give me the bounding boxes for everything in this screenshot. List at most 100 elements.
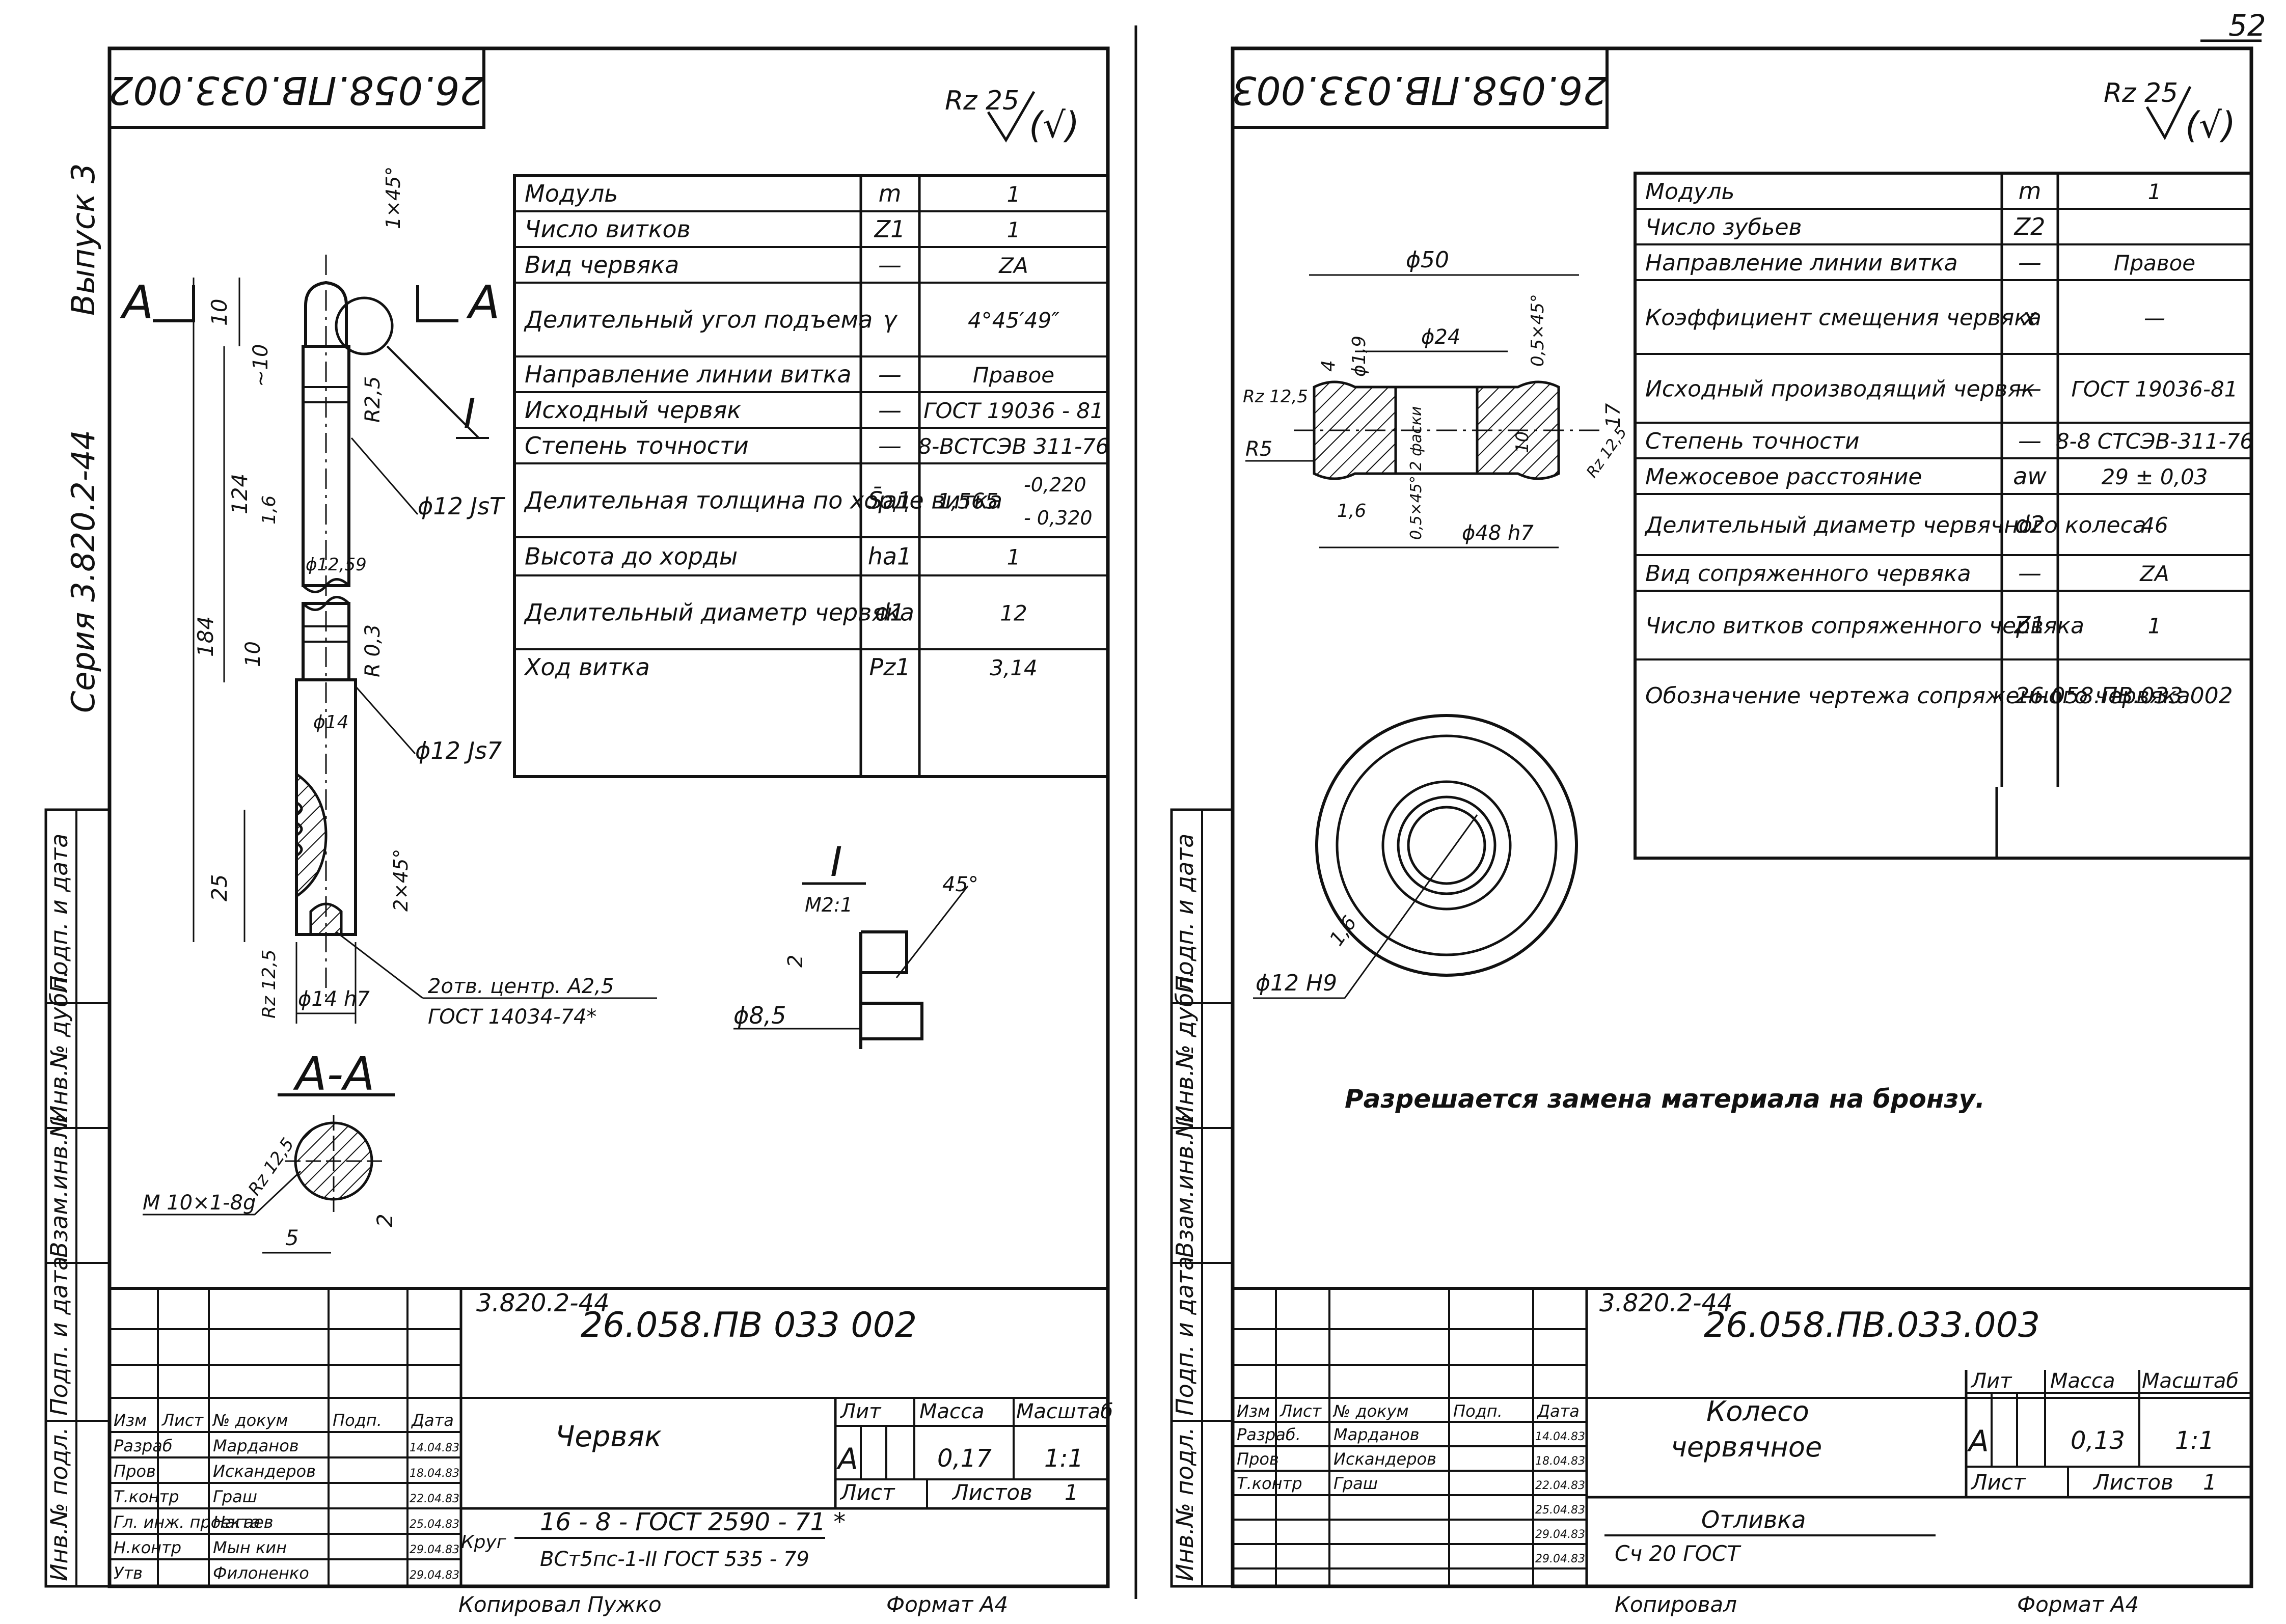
note-centers-std: ГОСТ 14034-74* — [428, 1005, 596, 1029]
tb-lit-label: Лит — [839, 1400, 882, 1423]
param-value: Правое — [973, 363, 1054, 388]
tb-role: Т.контр — [114, 1487, 179, 1506]
param-value: 12 — [1000, 601, 1027, 626]
tb-role: Разраб. — [1237, 1425, 1301, 1444]
right-title-block: 3.820.2-44 26.058.ПВ.033.003 Колесо черв… — [1231, 1287, 2253, 1617]
tb-date: 22.04.83 — [1535, 1479, 1585, 1492]
section-a-a: А-А M 10×1-8g Rz 12,5 5 2 — [143, 1048, 397, 1254]
page-number: 52 — [2228, 8, 2266, 43]
r-side-col-3: Взам.инв.№ — [1171, 1114, 1199, 1258]
tb-name: Червяк — [555, 1420, 662, 1453]
param-symbol: Z1 — [2013, 612, 2046, 639]
tb-date: 14.04.83 — [1535, 1430, 1585, 1443]
tb-header-cell: Изм — [1237, 1401, 1270, 1421]
rtb-mass: 0,13 — [2071, 1426, 2125, 1455]
tb-header-cell: № докум — [212, 1411, 288, 1430]
tb-material-2: ВСт5пс-1-II ГОСТ 535 - 79 — [540, 1548, 809, 1571]
param-name: Обозначение чертежа сопряженного червяка — [1645, 683, 2190, 709]
param-name: Вид сопряженного червяка — [1645, 561, 1971, 587]
tb-header-cell: Подп. — [1453, 1401, 1503, 1421]
material-note: Разрешается замена материала на бронзу. — [1345, 1084, 1985, 1114]
rtb-scale: 1:1 — [2175, 1426, 2214, 1455]
dim-d24: ϕ24 — [1421, 325, 1460, 349]
param-value: 4°45′49″ — [968, 308, 1059, 333]
tb-lit: А — [836, 1442, 858, 1476]
dim-10: 10 — [207, 299, 232, 326]
left-frame — [107, 46, 1110, 1588]
rtb-sheet-label: Лист — [1970, 1470, 2026, 1495]
roughness-symbol: Rz 25 (√) — [945, 86, 1079, 146]
param-name: Ход витка — [524, 653, 650, 681]
tb-header-cell: Дата — [1536, 1401, 1580, 1421]
rtb-mass-label: Масса — [2050, 1369, 2115, 1393]
dim-1-6: 1,6 — [259, 496, 280, 525]
detail-i: I М2:1 45° 2 ϕ8,5 — [733, 838, 978, 1049]
param-name: Коэффициент смещения червяка — [1645, 305, 2042, 331]
rtb-copied: Копировал — [1615, 1592, 1737, 1617]
tb-material-1: 16 - 8 - ГОСТ 2590 - 71 * — [540, 1508, 846, 1536]
param-symbol: m — [879, 180, 902, 207]
tb-person: Искандеров — [213, 1462, 316, 1481]
tb-person: Марданов — [1334, 1425, 1420, 1444]
rtb-series-no: 3.820.2-44 — [1599, 1289, 1733, 1317]
param-value: — — [2144, 306, 2165, 331]
left-side-strip — [44, 808, 111, 1588]
tb-scale: 1:1 — [1044, 1444, 1083, 1473]
param-symbol: — — [878, 396, 902, 424]
dim-10b: 10 — [241, 641, 265, 667]
tb-date: 18.04.83 — [1535, 1455, 1585, 1468]
param-symbol: Pz1 — [869, 653, 910, 681]
tb-header-cell: Изм — [114, 1411, 147, 1430]
roughness-check: (√) — [1029, 104, 1079, 146]
roughness-label: Rz 25 — [945, 86, 1019, 116]
dim-r5: R5 — [1245, 437, 1272, 461]
param-value: 29 ± 0,03 — [2102, 464, 2208, 489]
param-value: 3,14 — [990, 655, 1038, 680]
tb-header-cell: Дата — [411, 1411, 454, 1430]
tb-role: Пров — [1237, 1449, 1279, 1469]
tb-code: 26.058.ПВ 033 002 — [581, 1305, 917, 1345]
dim-124: 124 — [227, 474, 252, 514]
param-name: Делительная толщина по хорде витка — [524, 487, 1002, 514]
tb-person: Мын кин — [213, 1538, 287, 1557]
param-symbol: — — [878, 432, 902, 459]
tb-scale-label: Масштаб — [1016, 1400, 1113, 1423]
section-mark-left: А — [120, 276, 154, 329]
tb-material-prefix: Круг — [461, 1532, 507, 1553]
detail-dim-d8-5: ϕ8,5 — [733, 1002, 786, 1029]
param-name: Исходный червяк — [525, 396, 741, 424]
param-name: Делительный угол подъема — [524, 306, 873, 334]
param-symbol: — — [878, 361, 902, 388]
param-symbol: d2 — [2015, 511, 2045, 538]
dim-d1-9: ϕ1,9 — [1349, 336, 1370, 377]
tb-role: Н.контр — [114, 1538, 181, 1557]
dim-fit-top: ϕ12 JsT — [418, 492, 506, 520]
dim-approx-10: ~10 — [249, 344, 273, 387]
param-symbol: d1 — [875, 599, 905, 626]
param-symbol: aw — [2013, 462, 2047, 490]
right-sheet: Подп. и дата Инв.№ дубл. Взам.инв.№ Подп… — [1170, 46, 2253, 1617]
param-tol-upper: -0,220 — [1024, 474, 1086, 496]
dim-fit-mid: ϕ12 Js7 — [415, 737, 502, 764]
param-symbol: — — [2018, 249, 2042, 276]
detail-scale: М2:1 — [805, 894, 853, 916]
r-roughness-symbol: Rz 25 (√) — [2104, 78, 2236, 146]
dim-4: 4 — [1318, 360, 1339, 372]
side-col-1: Подп. и дата — [45, 834, 73, 993]
side-col-2: Инв.№ дубл. — [45, 970, 73, 1123]
note-centers: 2отв. центр. А2,5 — [428, 975, 614, 998]
rtb-lit-label: Лит — [1970, 1369, 2012, 1393]
tb-format: Формат А4 — [886, 1592, 1008, 1617]
param-value: Правое — [2114, 251, 2195, 276]
param-symbol: m — [2019, 177, 2042, 205]
param-value: 1,565 — [937, 489, 998, 514]
tb-person: Марданов — [213, 1436, 299, 1455]
param-symbol: ha1 — [868, 543, 912, 570]
r-roughness-check: (√) — [2185, 104, 2236, 146]
rtb-material-2: Сч 20 ГОСТ — [1615, 1541, 1741, 1566]
side-col-3: Взам.инв.№ — [45, 1114, 73, 1258]
